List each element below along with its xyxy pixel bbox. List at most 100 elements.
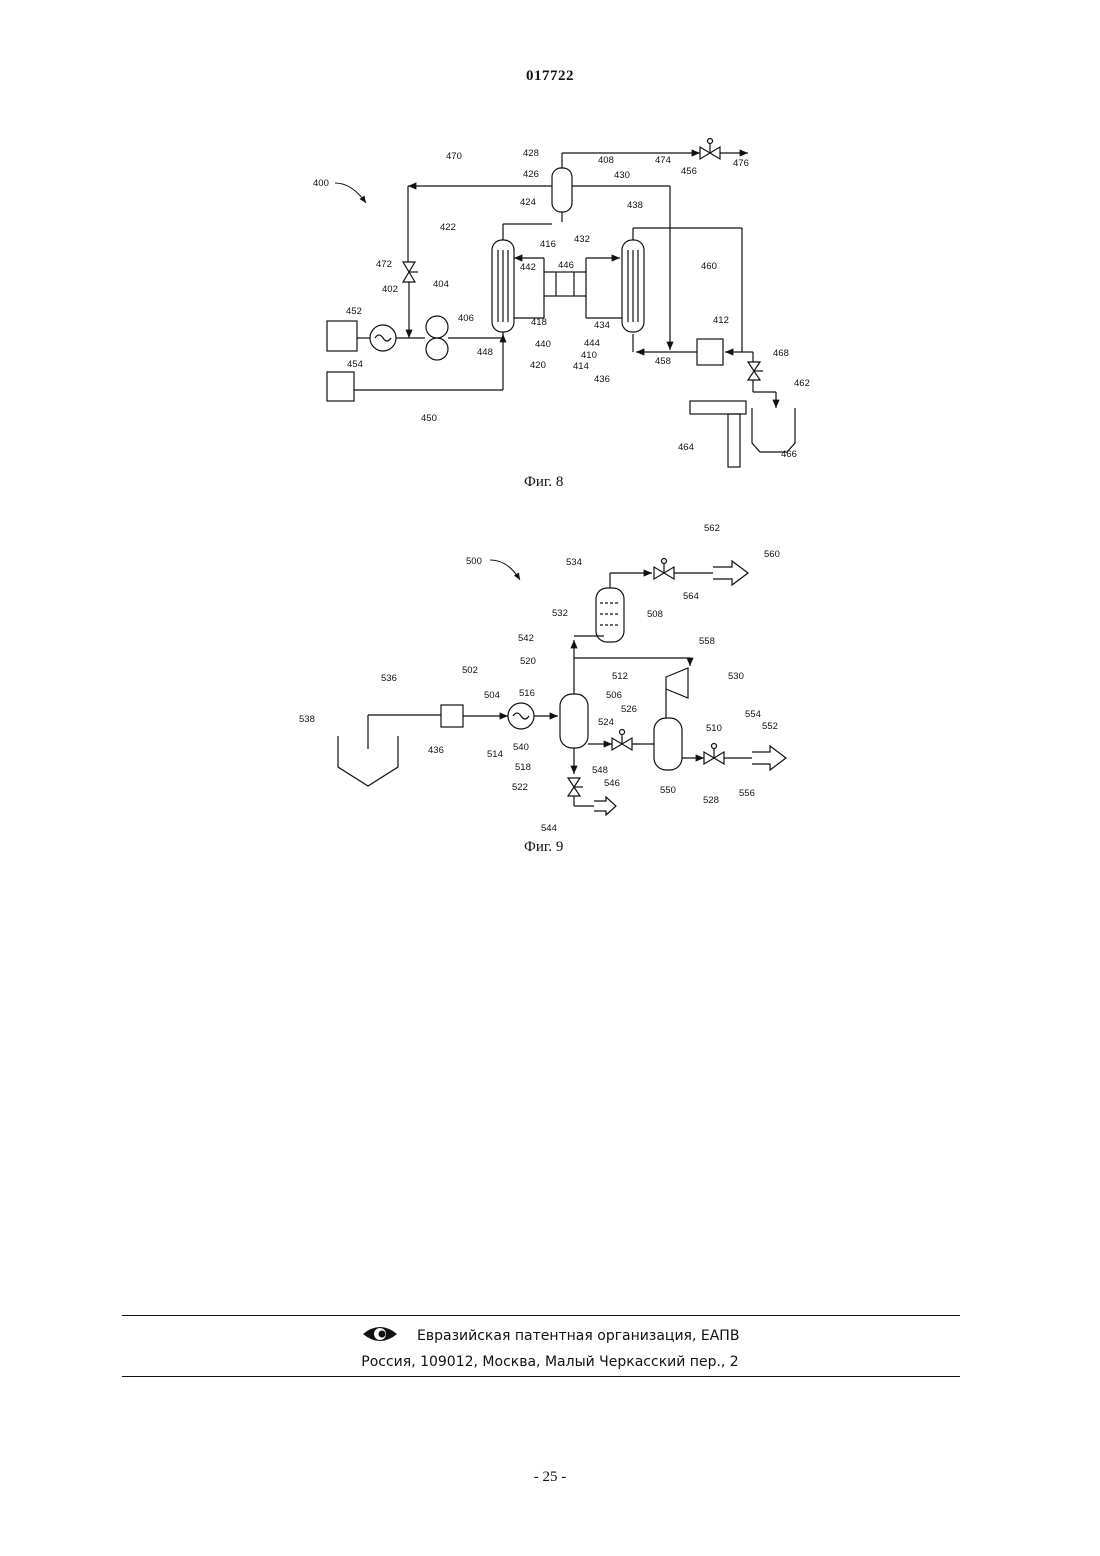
organization-name: Евразийская патентная организация, ЕАПВ: [417, 1328, 739, 1344]
ref-label-542: 542: [518, 633, 534, 644]
separator-508: [596, 588, 624, 642]
ref-label-548: 548: [592, 765, 608, 776]
ref-label-508: 508: [647, 609, 663, 620]
ref-label-404: 404: [433, 279, 449, 290]
ref-label-558: 558: [699, 636, 715, 647]
ref-label-438: 438: [627, 200, 643, 211]
ref-label-536: 536: [381, 673, 397, 684]
ref-label-468: 468: [773, 348, 789, 359]
separator-408: [552, 168, 572, 212]
ref-label-518: 518: [515, 762, 531, 773]
pipe-464-stem: [728, 414, 740, 467]
ref-label-412: 412: [713, 315, 729, 326]
ref-label-426: 426: [523, 169, 539, 180]
heat-exchanger-446: [544, 272, 586, 296]
ref-label-458: 458: [655, 356, 671, 367]
ref-label-460: 460: [701, 261, 717, 272]
ref-label-410: 410: [581, 350, 597, 361]
ref-label-420: 420: [530, 360, 546, 371]
pump-502: [441, 705, 463, 727]
ref-label-506: 506: [606, 690, 622, 701]
ref-label-472: 472: [376, 259, 392, 270]
ref-label-538: 538: [299, 714, 315, 725]
reactor-506: [560, 694, 588, 748]
ref-label-510: 510: [706, 723, 722, 734]
ref-label-514: 514: [487, 749, 503, 760]
ref-label-434: 434: [594, 320, 610, 331]
ref-label-544: 544: [541, 823, 557, 834]
ref-label-528: 528: [703, 795, 719, 806]
ref-label-526: 526: [621, 704, 637, 715]
ref-label-462: 462: [794, 378, 810, 389]
separator-510: [654, 718, 682, 770]
ref-label-562: 562: [704, 523, 720, 534]
ref-label-408: 408: [598, 155, 614, 166]
outlet-arrow-560: [713, 561, 748, 585]
footer-address: Россия, 109012, Москва, Малый Черкасский…: [0, 1354, 1100, 1370]
ref-label-556: 556: [739, 788, 755, 799]
ref-label-552: 552: [762, 721, 778, 732]
footer-top-rule: [122, 1315, 960, 1316]
ref-label-504: 504: [484, 690, 500, 701]
ref-label-436: 436: [428, 745, 444, 756]
ref-label-550: 550: [660, 785, 676, 796]
ref-label-430: 430: [614, 170, 630, 181]
page-number: - 25 -: [0, 1469, 1100, 1486]
figure-8-diagram: 400 470 428 426 408 474 476 456 430 424 …: [0, 0, 1100, 485]
tank-466: [752, 408, 795, 452]
ref-label-444: 444: [584, 338, 600, 349]
tank-452: [327, 321, 357, 351]
outlet-arrow-552: [752, 746, 786, 770]
ref-label-554: 554: [745, 709, 761, 720]
ref-label-440: 440: [535, 339, 551, 350]
ref-label-546: 546: [604, 778, 620, 789]
separator-412: [697, 339, 723, 365]
ref-label-500: 500: [466, 556, 482, 567]
ref-label-414: 414: [573, 361, 589, 372]
ref-label-402: 402: [382, 284, 398, 295]
ref-label-432: 432: [574, 234, 590, 245]
figure-9-diagram: 562 500 534 560 564 532 508 542 558 520 …: [0, 500, 1100, 845]
roll-404-top: [426, 316, 448, 338]
ref-label-512: 512: [612, 671, 628, 682]
ref-label-564: 564: [683, 591, 699, 602]
ref-label-446: 446: [558, 260, 574, 271]
roll-404-bottom: [426, 338, 448, 360]
ref-label-524: 524: [598, 717, 614, 728]
ref-label-540: 540: [513, 742, 529, 753]
ref-label-422: 422: [440, 222, 456, 233]
figure-9-caption: Фиг. 9: [524, 839, 563, 856]
ref-label-466: 466: [781, 449, 797, 460]
ref-label-530: 530: [728, 671, 744, 682]
ref-label-436: 436: [594, 374, 610, 385]
ref-label-520: 520: [520, 656, 536, 667]
ref-label-502: 502: [462, 665, 478, 676]
ref-label-454: 454: [347, 359, 363, 370]
ref-label-406: 406: [458, 313, 474, 324]
ref-label-448: 448: [477, 347, 493, 358]
figure-8-labels: 400 470 428 426 408 474 476 456 430 424 …: [313, 148, 810, 460]
ref-label-476: 476: [733, 158, 749, 169]
ref-label-400: 400: [313, 178, 329, 189]
ref-label-442: 442: [520, 262, 536, 273]
pipe-464-top: [690, 401, 746, 414]
ref-label-416: 416: [540, 239, 556, 250]
ref-label-464: 464: [678, 442, 694, 453]
ref-label-474: 474: [655, 155, 671, 166]
tank-454: [327, 372, 354, 401]
footer-bottom-rule: [122, 1376, 960, 1377]
eapo-logo-icon: [361, 1324, 399, 1348]
ref-label-560: 560: [764, 549, 780, 560]
ref-label-470: 470: [446, 151, 462, 162]
ref-label-428: 428: [523, 148, 539, 159]
compressor-512: [666, 668, 688, 698]
figure-8-caption: Фиг. 8: [524, 474, 563, 491]
ref-label-534: 534: [566, 557, 582, 568]
ref-label-418: 418: [531, 317, 547, 328]
outlet-arrow-544: [594, 797, 616, 815]
footer-organization: Евразийская патентная организация, ЕАПВ: [0, 1324, 1100, 1348]
ref-label-532: 532: [552, 608, 568, 619]
ref-label-452: 452: [346, 306, 362, 317]
ref-label-424: 424: [520, 197, 536, 208]
ref-label-516: 516: [519, 688, 535, 699]
